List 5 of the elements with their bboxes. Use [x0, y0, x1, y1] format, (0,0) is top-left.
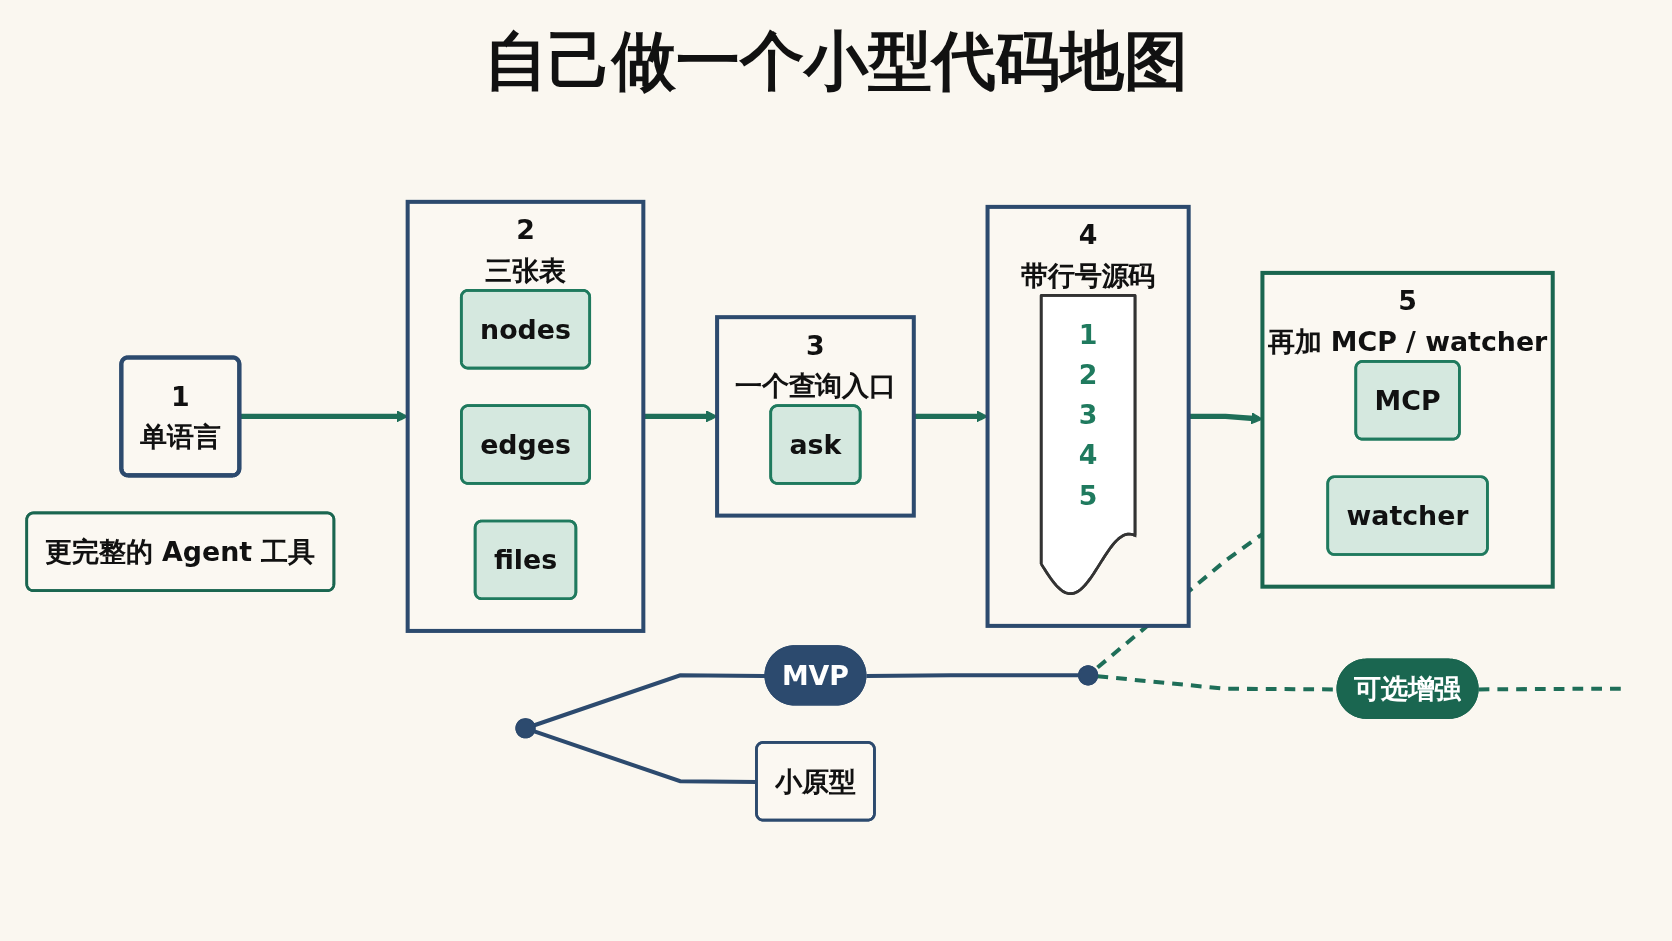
- connector: [533, 673, 766, 728]
- title: 自己做一个小型代码地图: [484, 23, 1188, 100]
- arrow: [1188, 412, 1263, 425]
- arrow: [643, 410, 718, 423]
- connector: [866, 673, 1079, 678]
